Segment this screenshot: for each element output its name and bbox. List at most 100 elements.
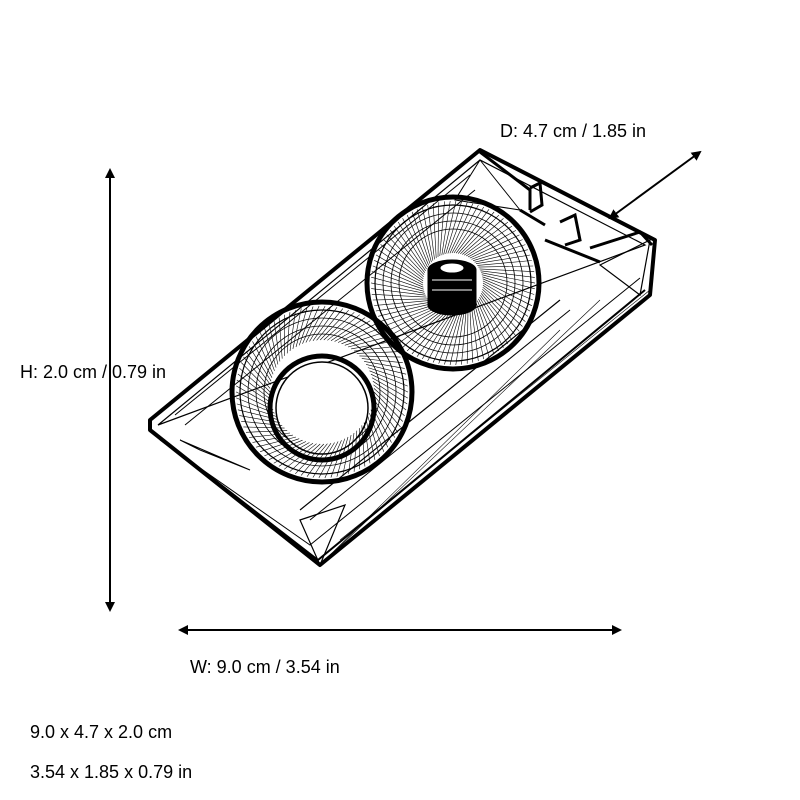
fan-blade-line [371, 288, 426, 296]
fan-blade-line [378, 303, 432, 317]
fan-blade-line [373, 384, 407, 411]
fan-blade-line [364, 361, 405, 369]
fan-blade-line [259, 332, 275, 371]
fan-blade-line [474, 249, 528, 263]
fan-blade-line [341, 327, 380, 345]
fan-blade-line [451, 204, 479, 254]
fan-blade-line [359, 355, 401, 358]
fan-blade-line [471, 306, 479, 362]
fan-blade-line [252, 434, 293, 443]
fan-blade-line [344, 332, 384, 346]
fan-blade-line [482, 280, 532, 306]
fan-blade-line [312, 442, 335, 478]
fan-blade-line [455, 310, 465, 366]
fan-blade-line [371, 377, 408, 399]
fan-blade-line [342, 435, 352, 476]
fan-blade-line [397, 310, 442, 345]
fan-blade-line [353, 430, 358, 472]
fan-blade-line [441, 200, 451, 256]
fan-blade-line [371, 294, 427, 298]
fan-blade-line [427, 312, 455, 362]
fan-blade-line [241, 421, 283, 426]
fan-blade-line [477, 260, 532, 266]
fan-blade-line [455, 209, 490, 254]
fan-blade-line [475, 302, 495, 355]
fan-blade-line [363, 422, 371, 464]
fan-blade-line [380, 244, 424, 280]
fan-blade-line [371, 271, 424, 290]
fan-blade-line [245, 430, 288, 433]
fan-blade-line [478, 298, 504, 348]
fan-blade-line [445, 201, 462, 254]
fan-blade-line [393, 309, 440, 341]
fan-blade-line [383, 239, 424, 278]
fan-blade-line [375, 302, 431, 312]
fan-blade-line [432, 312, 457, 363]
fan-blade-line [316, 308, 344, 341]
fan-blade-line [236, 379, 272, 404]
fan-blade-line [356, 351, 399, 354]
fan-blade-line [482, 284, 529, 317]
fan-blade-line [255, 336, 274, 375]
fan-blade-line [353, 346, 396, 352]
fan-blade-line [373, 391, 404, 422]
fan-blade-line [323, 312, 355, 341]
fan-blade-line [481, 272, 536, 284]
fan-blade-line [236, 403, 277, 417]
fan-blade-line [365, 419, 376, 460]
fan-blade-line [305, 305, 326, 343]
fan-blade-line [240, 362, 271, 393]
fan-blade-line [477, 300, 500, 352]
fan-blade-line [373, 395, 401, 428]
fan-blade-line [437, 202, 440, 258]
fan-blade-line [312, 307, 338, 341]
fan-blade-line [389, 230, 426, 273]
fan-blade-line [248, 432, 291, 438]
fan-blade-line [273, 442, 310, 464]
fan-blade-line [286, 312, 291, 354]
fan-blade-line [361, 358, 403, 363]
fan-blade-line [373, 399, 399, 433]
fan-blade-line [479, 268, 535, 272]
fan-blade-line [366, 364, 407, 375]
fan-blade-line [479, 296, 509, 345]
fan-blade-line [278, 442, 314, 467]
fan-blade-line [371, 406, 392, 443]
fan-blade-line [457, 211, 495, 254]
fan-blade-line [319, 309, 349, 341]
fan-blade-line [239, 367, 271, 396]
fan-blade-line [351, 341, 392, 350]
fan-blade-line [327, 314, 360, 341]
fan-hub [427, 259, 477, 316]
fan-blade-line [330, 438, 346, 478]
fan-blade-line [422, 206, 434, 261]
fan-blade-line [306, 443, 332, 477]
fan-blade-line [386, 307, 437, 332]
fan-blade-line [295, 307, 308, 348]
fan-blade-line [469, 307, 474, 363]
fan-blade-line [383, 306, 435, 327]
fan-blade-line [268, 324, 279, 365]
fan-blade-line [380, 305, 433, 322]
fan-blade-line [427, 204, 435, 260]
fan-blade-line [461, 309, 467, 365]
fan-blade-line [237, 409, 278, 420]
fan-blade-line [273, 320, 281, 362]
fan-blade-line [278, 317, 283, 359]
fan-blade-line [369, 370, 408, 387]
fan-blade-line [295, 443, 325, 475]
fan-blade-line [324, 440, 342, 479]
fan-blade-line [367, 416, 380, 457]
fan-blade-line [480, 295, 513, 341]
fan-blade-line [467, 230, 517, 258]
product-wireframe [148, 148, 657, 567]
fan-blade-line [235, 391, 274, 411]
fan-blade-line [264, 439, 303, 457]
fan-blade-line [471, 239, 523, 260]
fan-blade-line [397, 221, 427, 270]
fan-blade-line [374, 260, 424, 286]
fan-blade-line [466, 225, 513, 257]
fan-blade-line [482, 278, 534, 301]
